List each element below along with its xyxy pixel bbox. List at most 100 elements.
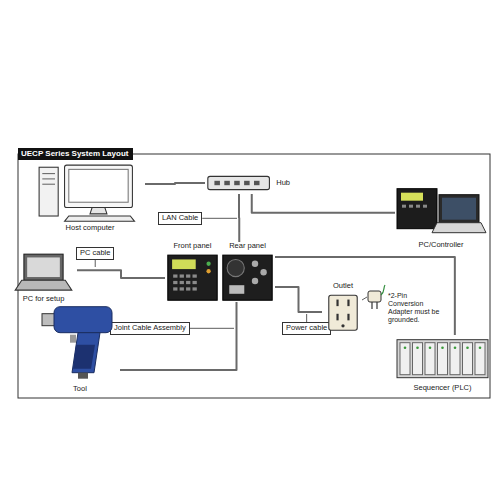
leader-group	[95, 218, 306, 328]
drive-slot	[42, 184, 55, 185]
node-label: Sequencer (PLC)	[414, 384, 472, 393]
drive-slot	[42, 173, 55, 174]
host-unit: Host computer	[35, 163, 145, 233]
laptop-base	[432, 223, 486, 233]
monitor-stand	[90, 208, 107, 214]
plc-module	[413, 343, 423, 375]
keyboard	[65, 216, 135, 221]
adapter-pointer	[362, 297, 367, 300]
note-text: *2-Pin Conversion Adapter must be ground…	[388, 292, 444, 324]
front-key	[186, 287, 190, 290]
cable-callout-box: Joint Cable Assembly	[110, 322, 190, 335]
node-label: Tool	[73, 385, 87, 394]
leader-line	[306, 314, 307, 322]
controller-case	[397, 189, 437, 229]
node-label: Outlet	[333, 282, 353, 291]
front-lcd	[172, 259, 196, 269]
cable-line	[77, 270, 165, 278]
adapter-prong	[371, 302, 372, 309]
front-led	[206, 269, 210, 273]
cable-callout-box: Power cable	[282, 322, 331, 335]
controller-lcd	[401, 193, 423, 201]
node-label: Rear panel	[229, 242, 266, 251]
drive-slot	[42, 178, 55, 179]
plc-led	[429, 346, 432, 349]
plc-module	[475, 343, 485, 375]
hub-port	[224, 181, 230, 185]
cable-line	[275, 287, 322, 312]
front-led	[206, 261, 210, 265]
conversion-adapter	[362, 285, 385, 309]
laptop-lid	[439, 195, 479, 223]
tool-body	[54, 307, 112, 333]
front-key	[173, 281, 177, 284]
plc-illustration	[395, 335, 490, 382]
panel-unit: Front panel	[165, 242, 220, 302]
leader-line	[190, 328, 234, 329]
cable-line	[145, 183, 205, 184]
ground-wire	[381, 285, 385, 295]
outlet-plate	[329, 295, 357, 330]
node-label: Front panel	[174, 242, 212, 251]
plc-rack	[397, 340, 488, 378]
panel-illustration	[165, 253, 220, 302]
plc-module	[400, 343, 410, 375]
plc-module	[438, 343, 448, 375]
controller-key	[409, 205, 413, 208]
hub-unit: Hub	[205, 172, 290, 194]
plc-module	[450, 343, 460, 375]
controller-key	[423, 205, 427, 208]
tool-unit: Tool	[40, 298, 120, 394]
hub-case	[208, 176, 270, 189]
outer-frame	[18, 154, 490, 398]
tower	[39, 167, 58, 216]
ctrl-illustration	[395, 188, 487, 239]
plc-led	[466, 346, 469, 349]
plc-led	[416, 346, 419, 349]
cable-callout-box: LAN Cable	[158, 212, 202, 225]
rear-connector	[252, 260, 258, 266]
node-label: Joint Cable Assembly	[114, 324, 186, 333]
socket-slot	[347, 313, 349, 320]
tool-trigger	[70, 335, 76, 343]
outlet-illustration	[322, 293, 364, 332]
cable-callout-box: PC cable	[76, 247, 114, 260]
rear-illustration	[220, 253, 275, 302]
front-key	[180, 287, 184, 290]
screen	[69, 169, 128, 202]
laptop-lid	[24, 254, 63, 280]
rear-inlet	[229, 285, 244, 294]
rear-connector	[260, 269, 266, 275]
front-key	[173, 287, 177, 290]
front-key	[193, 274, 197, 277]
front-key	[180, 274, 184, 277]
plc-led	[404, 346, 407, 349]
socket-slot	[336, 313, 338, 320]
hub-illustration	[205, 172, 272, 194]
front-key	[186, 274, 190, 277]
tool-plug	[78, 373, 88, 379]
leader-line	[95, 260, 96, 267]
tool-grip	[73, 345, 95, 369]
plc-led	[441, 346, 444, 349]
ctrl-unit: PC/Controller	[395, 188, 487, 250]
laptop-illustration	[10, 252, 77, 293]
plc-module	[463, 343, 473, 375]
hub-port	[254, 181, 260, 185]
front-key	[180, 281, 184, 284]
front-key	[193, 281, 197, 284]
rear-fan	[227, 259, 244, 276]
front-key	[193, 287, 197, 290]
front-case	[168, 255, 217, 300]
node-label: PC/Controller	[418, 241, 463, 250]
ground-hole	[341, 324, 344, 327]
node-label: PC cable	[80, 249, 110, 258]
node-label: Power cable	[286, 324, 327, 333]
laptop-screen	[442, 198, 476, 220]
hub-port	[244, 181, 250, 185]
adapter-body	[368, 291, 381, 302]
controller-key	[402, 205, 406, 208]
socket-slot	[347, 299, 349, 306]
host-illustration	[35, 163, 145, 222]
node-label: PC for setup	[23, 295, 65, 304]
